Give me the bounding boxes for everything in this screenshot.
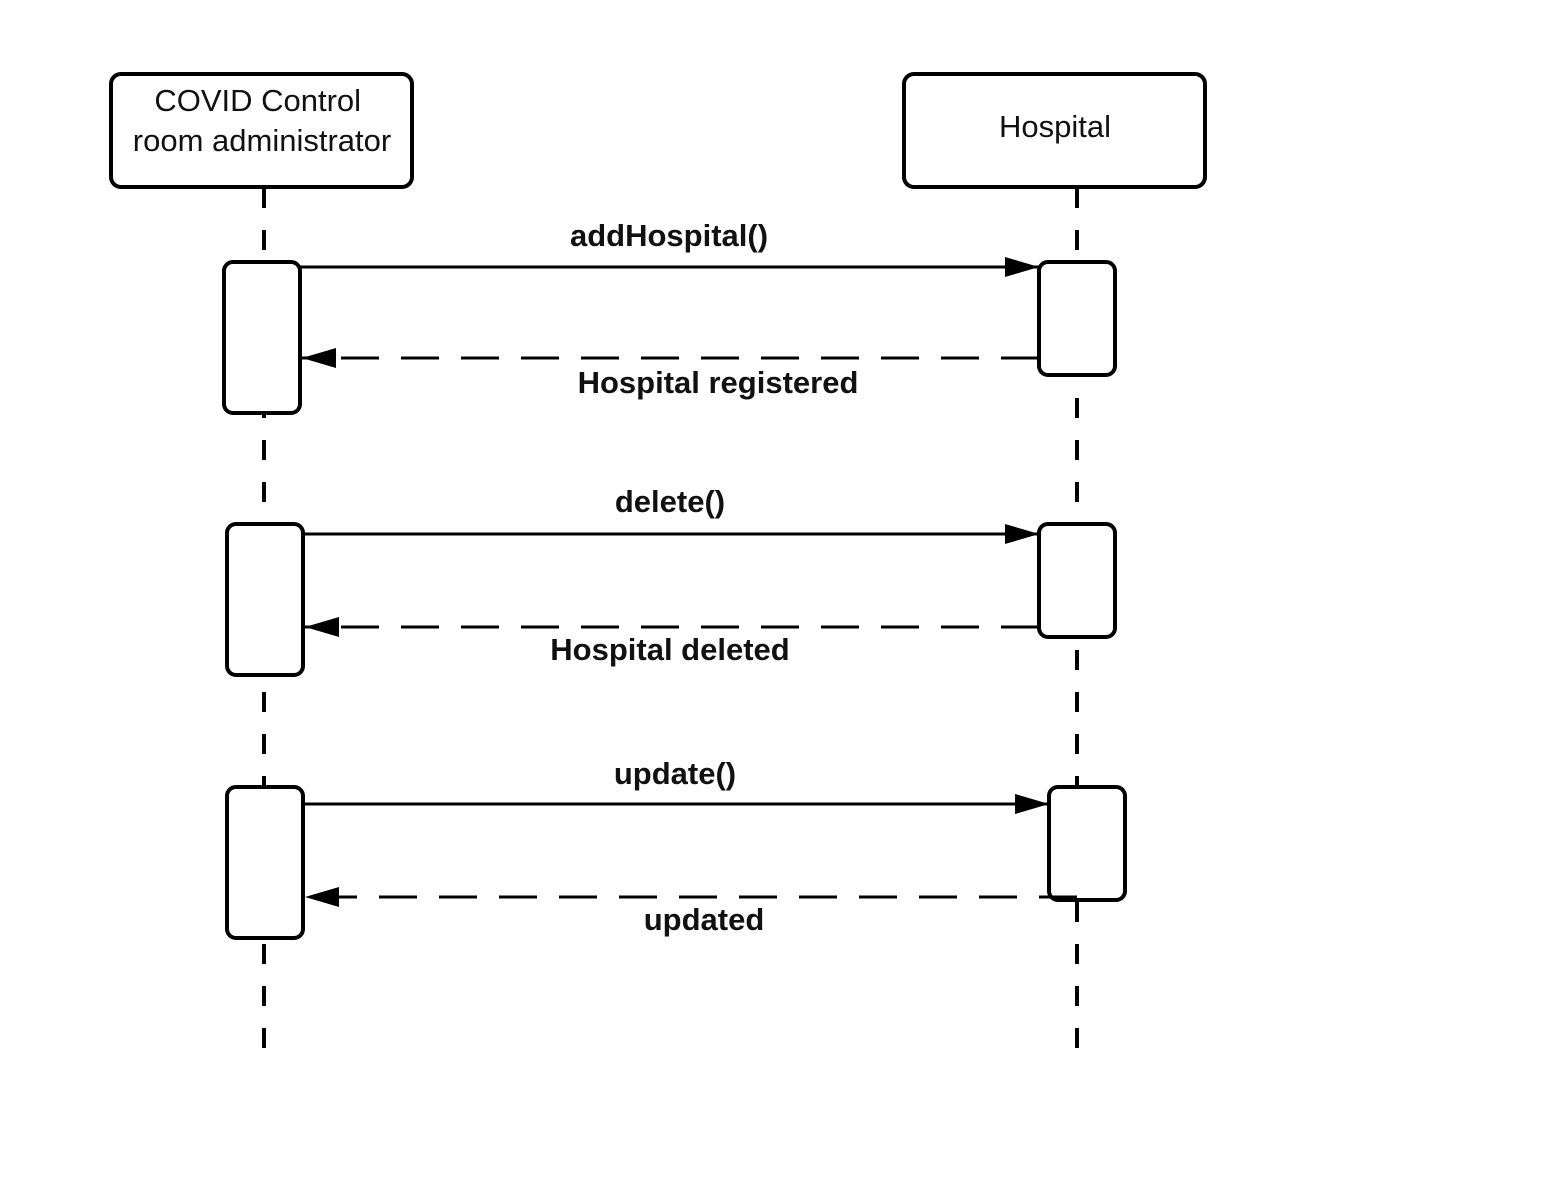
- activation-hospital-2: [1037, 522, 1117, 639]
- activation-hospital-1: [1037, 260, 1117, 377]
- message-updated: updated: [305, 887, 1077, 937]
- activation-admin-3: [225, 785, 305, 940]
- message-hospital-registered: Hospital registered: [302, 348, 1039, 400]
- activation-hospital-3: [1047, 785, 1127, 902]
- message-update-label: update(): [614, 756, 736, 791]
- message-add-hospital: addHospital(): [300, 218, 1039, 277]
- message-hospital-registered-label: Hospital registered: [578, 365, 859, 400]
- activation-admin-1: [222, 260, 302, 415]
- message-hospital-deleted-label: Hospital deleted: [550, 632, 789, 667]
- participant-admin: COVID Control room administrator: [109, 72, 414, 189]
- participant-hospital: Hospital: [902, 72, 1207, 189]
- svg-text:COVID Control room admin: COVID Control room administrator: [133, 83, 391, 158]
- participant-hospital-label: Hospital: [999, 109, 1111, 144]
- message-delete-label: delete(): [615, 484, 725, 519]
- message-update: update(): [303, 756, 1049, 814]
- message-delete: delete(): [303, 484, 1039, 544]
- svg-text:Hospital: Hospital: [999, 109, 1111, 144]
- message-updated-label: updated: [644, 902, 765, 937]
- participant-admin-label-line2: room administrator: [133, 123, 391, 158]
- message-add-hospital-label: addHospital(): [570, 218, 768, 253]
- message-hospital-deleted: Hospital deleted: [305, 617, 1039, 667]
- participant-admin-label-line1: COVID Control: [154, 83, 361, 118]
- activation-admin-2: [225, 522, 305, 677]
